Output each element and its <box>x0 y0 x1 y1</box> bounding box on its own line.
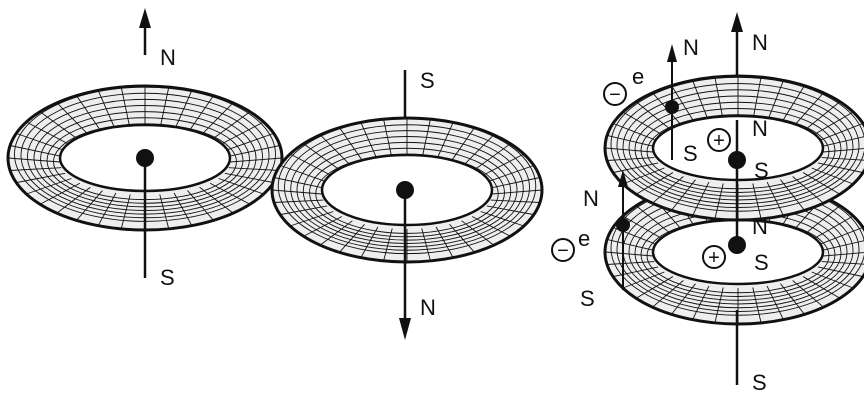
lower-electron-dot <box>616 218 630 232</box>
stack-axis-arrowhead <box>731 12 743 32</box>
upper-ring-north-label: N <box>752 116 768 141</box>
stack-axis-south-label: S <box>752 370 767 393</box>
lower-plus-label: + <box>708 247 720 269</box>
upper-electron-north-label: N <box>683 35 699 60</box>
lower-electron-north-label: N <box>583 186 599 211</box>
torus-left-center-dot <box>136 149 154 167</box>
upper-electron-charge-symbol: − <box>604 83 626 106</box>
torus-stack-upper-ring <box>605 76 864 220</box>
lower-electron-charge-symbol: − <box>552 239 574 262</box>
torus-middle-north-label: N <box>420 295 436 320</box>
lower-electron-charge-label: e <box>578 226 590 251</box>
torus-middle-arrowhead <box>399 318 411 340</box>
upper-ring-dot <box>728 151 746 169</box>
torus-stack: + + − − N S N S e N S N S e N S <box>552 12 864 393</box>
lower-ring-south-label: S <box>754 250 769 275</box>
upper-ring-south-label: S <box>754 158 769 183</box>
upper-electron-dot <box>665 100 679 114</box>
lower-minus-label: − <box>557 240 569 262</box>
upper-proton-symbol: + <box>708 129 730 152</box>
upper-minus-label: − <box>609 84 621 106</box>
upper-electron-arrowhead <box>667 44 677 62</box>
lower-proton-symbol: + <box>703 246 725 269</box>
lower-ring-north-label: N <box>752 214 768 239</box>
torus-left-arrowhead <box>139 8 151 28</box>
torus-left-north-label: N <box>160 45 176 70</box>
torus-left-south-label: S <box>160 265 175 290</box>
torus-middle: S N <box>272 68 542 340</box>
upper-plus-label: + <box>713 130 725 152</box>
torus-middle-center-dot <box>396 181 414 199</box>
upper-electron-charge-label: e <box>632 64 644 89</box>
torus-middle-south-label: S <box>420 68 435 93</box>
torus-left: N S <box>8 8 282 290</box>
stack-axis-north-label: N <box>752 30 768 55</box>
lower-electron-south-label: S <box>580 286 595 311</box>
lower-ring-dot <box>728 236 746 254</box>
upper-electron-south-label: S <box>683 141 698 166</box>
